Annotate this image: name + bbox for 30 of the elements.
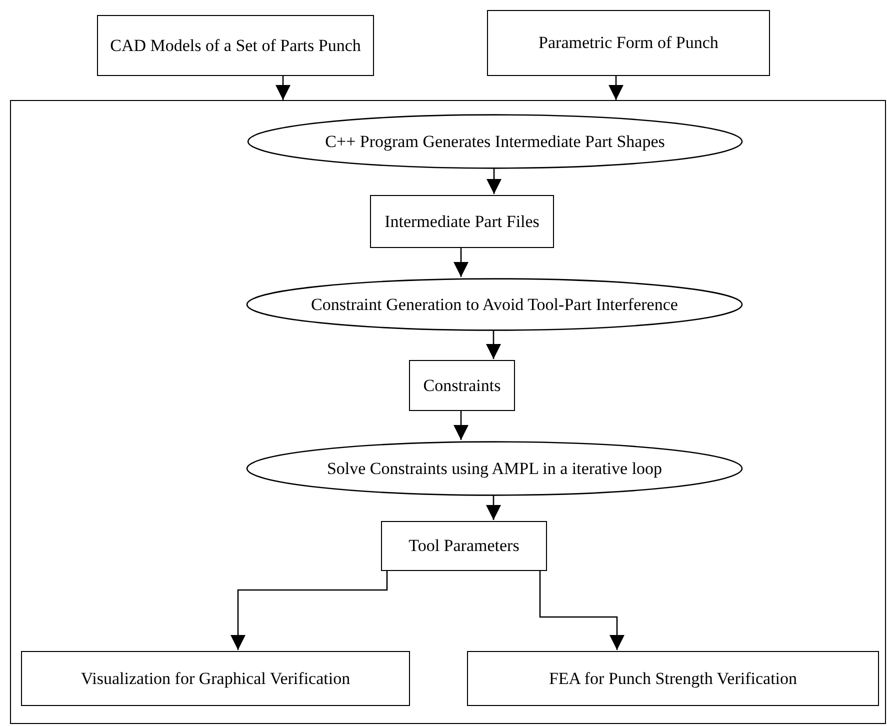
node-label: Tool Parameters <box>408 536 520 556</box>
node-label: Parametric Form of Punch <box>538 33 720 53</box>
process-box <box>409 360 515 411</box>
process-box <box>370 195 554 248</box>
arrow <box>230 570 388 650</box>
arrow <box>608 76 624 100</box>
node-label: Intermediate Part Files <box>384 212 540 232</box>
process-box <box>21 651 410 706</box>
arrow <box>486 168 502 194</box>
process-box <box>381 521 547 571</box>
arrow <box>454 247 468 277</box>
node-label: Constraints <box>422 376 502 396</box>
container-box <box>10 100 886 724</box>
arrow <box>486 495 501 520</box>
node-label: CAD Models of a Set of Parts Punch <box>109 36 362 56</box>
node-label: FEA for Punch Strength Verification <box>548 668 798 688</box>
arrow <box>454 410 468 440</box>
arrow <box>276 76 290 100</box>
process-ellipse <box>246 441 743 496</box>
process-ellipse <box>247 114 743 169</box>
arrow <box>486 330 501 359</box>
node-label: Visualization for Graphical Verification <box>80 668 352 688</box>
process-ellipse <box>246 278 743 331</box>
node-label: Constraint Generation to Avoid Tool-Part Interference <box>310 294 679 314</box>
process-box <box>467 651 879 706</box>
node-label: C++ Program Generates Intermediate Part Shapes <box>324 132 666 152</box>
process-box <box>97 15 374 76</box>
arrow <box>539 570 624 650</box>
node-label: Solve Constraints using AMPL in a iterative loop <box>326 458 664 478</box>
process-box <box>487 10 770 76</box>
